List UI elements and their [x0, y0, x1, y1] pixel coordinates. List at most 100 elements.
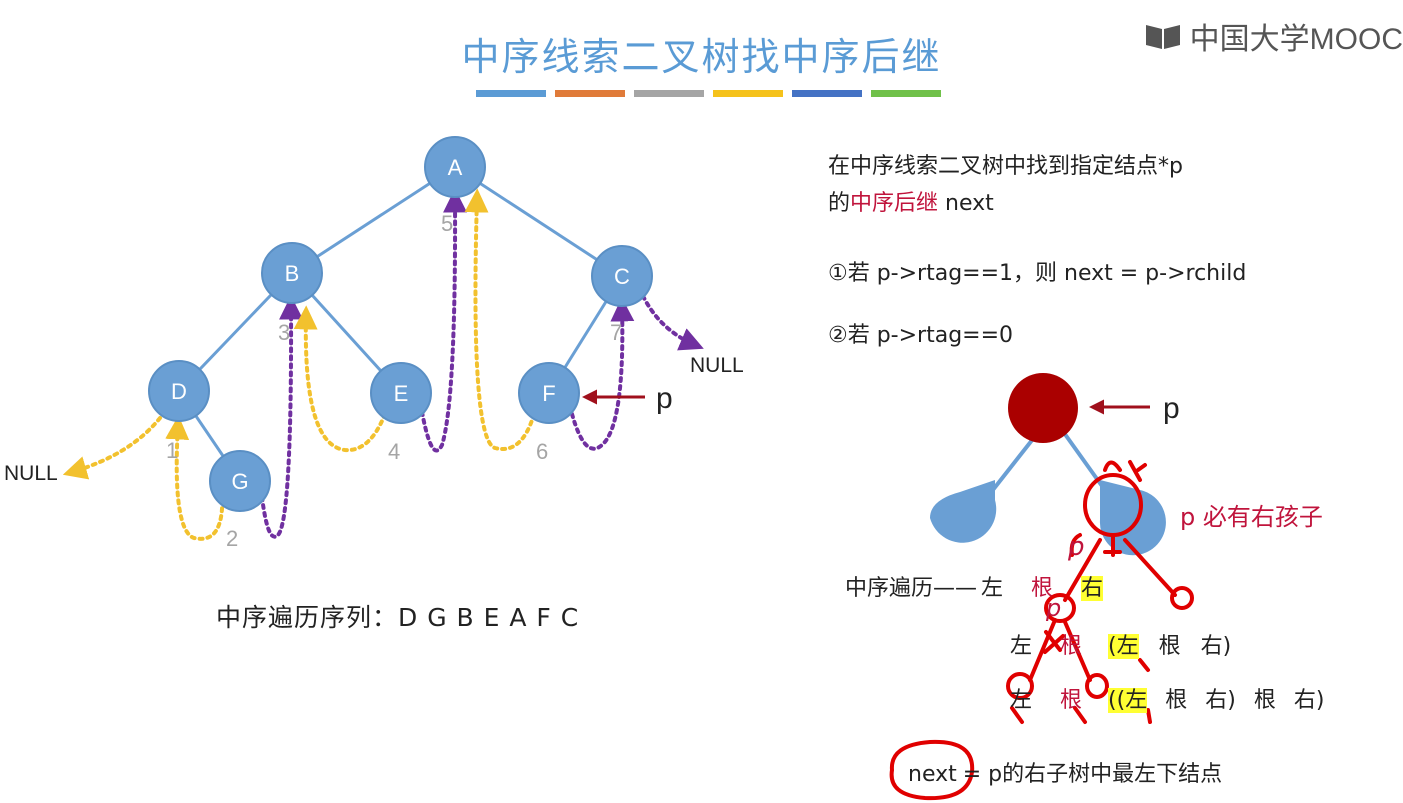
logo-text: 中国大学MOOC — [1189, 23, 1403, 56]
row2-sub-right: 右) — [1200, 634, 1232, 659]
inorder-sequence: 中序遍历序列：D G B E A F C — [216, 603, 580, 632]
thread-c-null — [641, 294, 704, 351]
rule-line-2: 的中序后继 next — [828, 185, 994, 217]
node-a-label: A — [448, 155, 463, 180]
node-f-label: F — [542, 381, 555, 406]
handwritten-annotations — [889, 460, 1194, 801]
row2-sub-left: (左 — [1108, 634, 1139, 659]
must-have-right-child: p 必有右孩子 — [1180, 503, 1323, 531]
node-e-label: E — [394, 381, 409, 406]
order-2: 2 — [226, 526, 238, 551]
node-c: C — [591, 245, 653, 307]
row2-left: 左 — [1010, 634, 1033, 659]
conclusion-next: next — [908, 762, 957, 787]
rule-line-2-prefix: 的 — [828, 191, 851, 216]
rule-line-2-highlight: 中序后继 — [850, 191, 939, 216]
title-divider-segment — [476, 90, 546, 97]
ink-small-circle-right — [1170, 586, 1194, 610]
ink-ticks — [1010, 658, 1152, 724]
node-c-label: C — [614, 264, 630, 289]
ink-line-down-left — [1063, 538, 1102, 602]
tree-nodes: A B C D E F G — [148, 136, 653, 512]
ink-mark-1 — [1103, 533, 1122, 557]
node-b-label: B — [285, 261, 300, 286]
ink-line-4 — [1063, 620, 1092, 682]
node-a: A — [424, 136, 486, 198]
traverse-row-1: 中序遍历——左 根 右 — [845, 570, 1104, 602]
ink-circle-2 — [1044, 593, 1076, 623]
node-g: G — [209, 450, 271, 512]
thread-d-null — [62, 416, 162, 480]
title-divider-segment — [871, 90, 941, 97]
ink-note-p-2: p — [1046, 594, 1062, 622]
conclusion-rest: = p的右子树中最左下结点 — [962, 762, 1223, 787]
row3-sub-right: 右) — [1293, 688, 1325, 713]
title-divider-segment — [555, 90, 625, 97]
row3-left: 左 — [1010, 688, 1033, 713]
ink-note-p-1: p — [1068, 532, 1085, 562]
node-f: F — [518, 362, 580, 424]
order-numbers: 1 2 3 4 5 6 7 — [166, 211, 622, 551]
node-e: E — [370, 362, 432, 424]
ink-line-3 — [1028, 618, 1057, 682]
p-left-child-subtree — [930, 480, 997, 543]
node-g-label: G — [231, 469, 248, 494]
row3-subsub-right: 右) — [1205, 688, 1236, 713]
p-subtree-diagram: p — [930, 373, 1180, 556]
row2-root: 根 — [1060, 634, 1083, 659]
slide-title: 中序线索二叉树找中序后继 — [461, 35, 942, 79]
p-pointer-label: p — [1163, 392, 1180, 425]
conclusion: next= p的右子树中最左下结点 — [908, 756, 1222, 788]
row1-left: 左 — [981, 576, 1004, 601]
ink-circle-mid — [1085, 673, 1109, 699]
ink-circle-left — [1006, 672, 1034, 700]
title-divider-segment — [713, 90, 783, 97]
order-4: 4 — [388, 439, 400, 464]
ink-scribble-top — [1103, 460, 1147, 482]
title-divider-segment — [792, 90, 862, 97]
p-node — [1008, 373, 1078, 443]
thread-e-b — [293, 305, 387, 453]
traverse-label: 中序遍历—— — [845, 576, 978, 601]
mooc-logo: 中国大学MOOC — [1144, 14, 1403, 58]
case-2: ②若 p->rtag==0 — [828, 323, 1014, 348]
thread-e-a — [420, 188, 468, 453]
ink-p-stroke — [1069, 533, 1082, 557]
ink-circle-next — [889, 739, 975, 801]
order-3: 3 — [278, 320, 290, 345]
traverse-row-3: 左根((左根右)根右) — [1010, 682, 1324, 714]
title-divider-segment — [634, 90, 704, 97]
rule-line-1: 在中序线索二叉树中找到指定结点*p — [828, 154, 1183, 179]
thread-g-b — [260, 295, 304, 539]
null-right-label: NULL — [690, 354, 744, 377]
row3-subsub-left: ((左 — [1108, 688, 1148, 713]
traverse-row-2: 左根(左根右) — [1010, 628, 1231, 660]
null-left-label: NULL — [4, 462, 58, 485]
tree-edges — [177, 165, 624, 482]
ink-cross — [1043, 630, 1065, 654]
row1-right: 右 — [1081, 576, 1104, 601]
ink-line-down-right — [1123, 538, 1177, 597]
mooc-book-icon — [1145, 25, 1180, 49]
thread-g-d — [165, 415, 225, 541]
node-d: D — [148, 360, 210, 422]
row3-root: 根 — [1060, 688, 1083, 713]
row3-sub-root: 根 — [1253, 688, 1276, 713]
edge-a-c — [454, 165, 623, 278]
order-1: 1 — [166, 438, 178, 463]
case-1: ①若 p->rtag==1，则 next = p->rchild — [828, 261, 1247, 286]
rule-line-2-suffix: next — [938, 191, 994, 216]
thread-f-c — [570, 297, 635, 451]
row3-subsub-root: 根 — [1165, 688, 1188, 713]
thread-f-a — [464, 188, 536, 451]
p-right-child-subtree — [1099, 480, 1166, 556]
order-6: 6 — [536, 439, 548, 464]
row1-root: 根 — [1031, 576, 1054, 601]
node-b: B — [261, 242, 323, 304]
node-d-label: D — [171, 379, 187, 404]
order-5: 5 — [441, 211, 453, 236]
order-7: 7 — [610, 320, 622, 345]
edge-a-b — [291, 165, 456, 275]
